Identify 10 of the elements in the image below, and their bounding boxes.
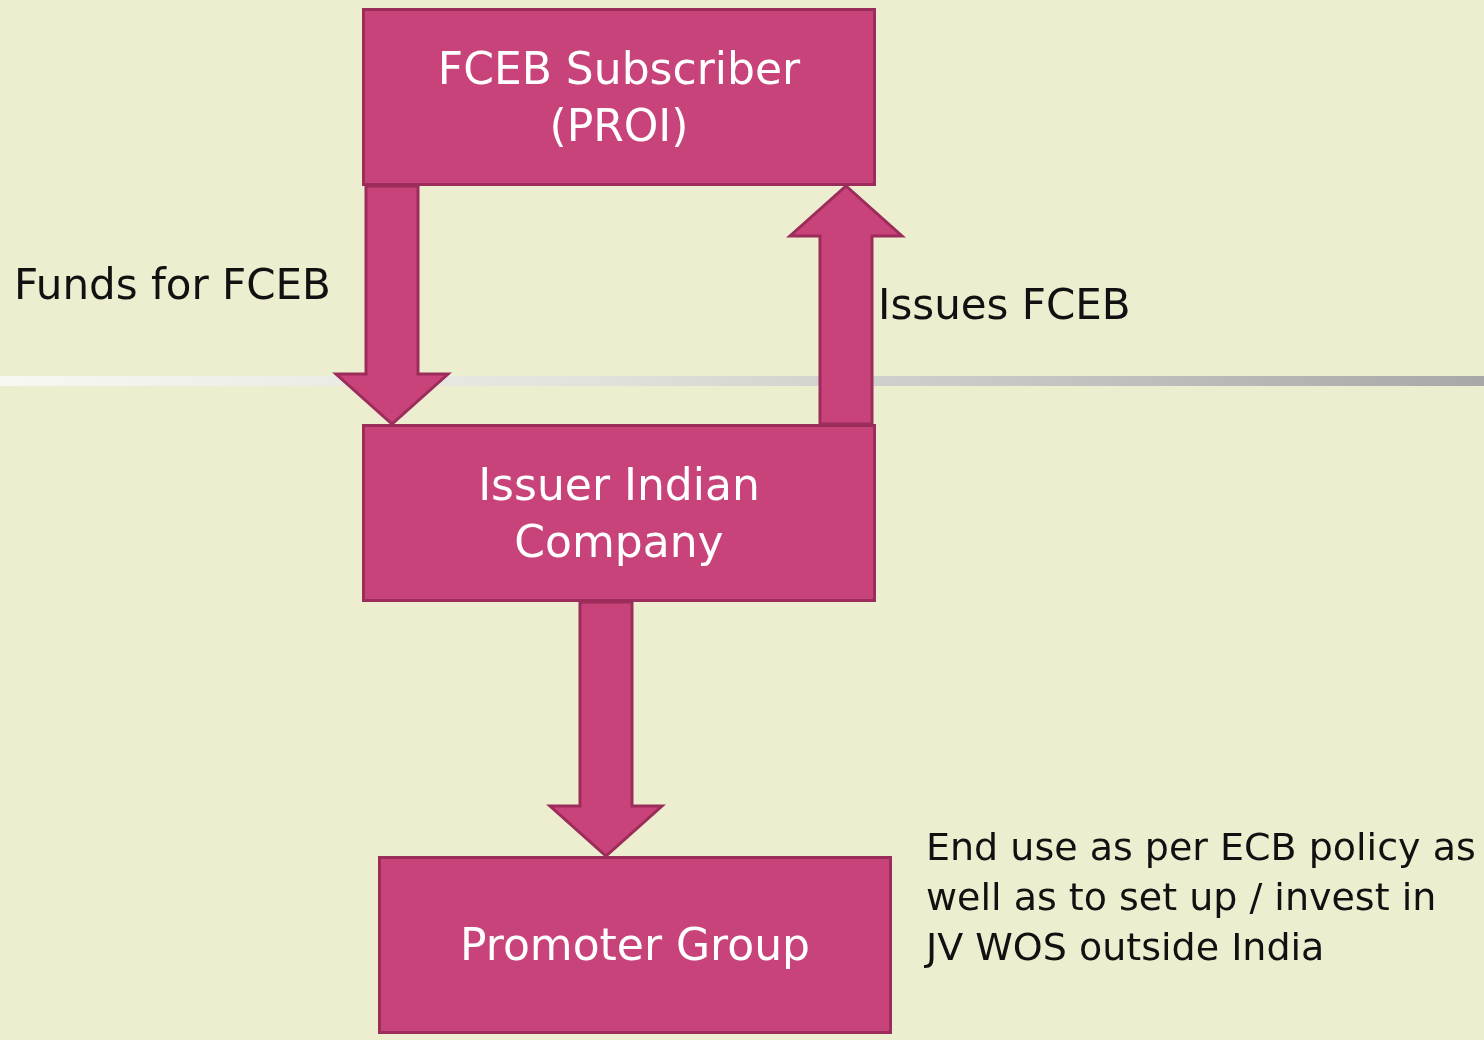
block-arrow bbox=[786, 184, 906, 426]
box-label: Issuer Indian Company bbox=[477, 457, 761, 569]
process-box bbox=[362, 424, 876, 602]
box-label: Promoter Group bbox=[459, 918, 811, 973]
block-arrow bbox=[332, 184, 452, 426]
block-arrow bbox=[546, 600, 666, 858]
process-box bbox=[362, 8, 876, 186]
process-box bbox=[378, 856, 892, 1034]
box-label: FCEB Subscriber (PROI) bbox=[436, 41, 802, 153]
note-text: End use as per ECB policy as well as to set up / invest in JV WOS outside India bbox=[926, 824, 1477, 972]
